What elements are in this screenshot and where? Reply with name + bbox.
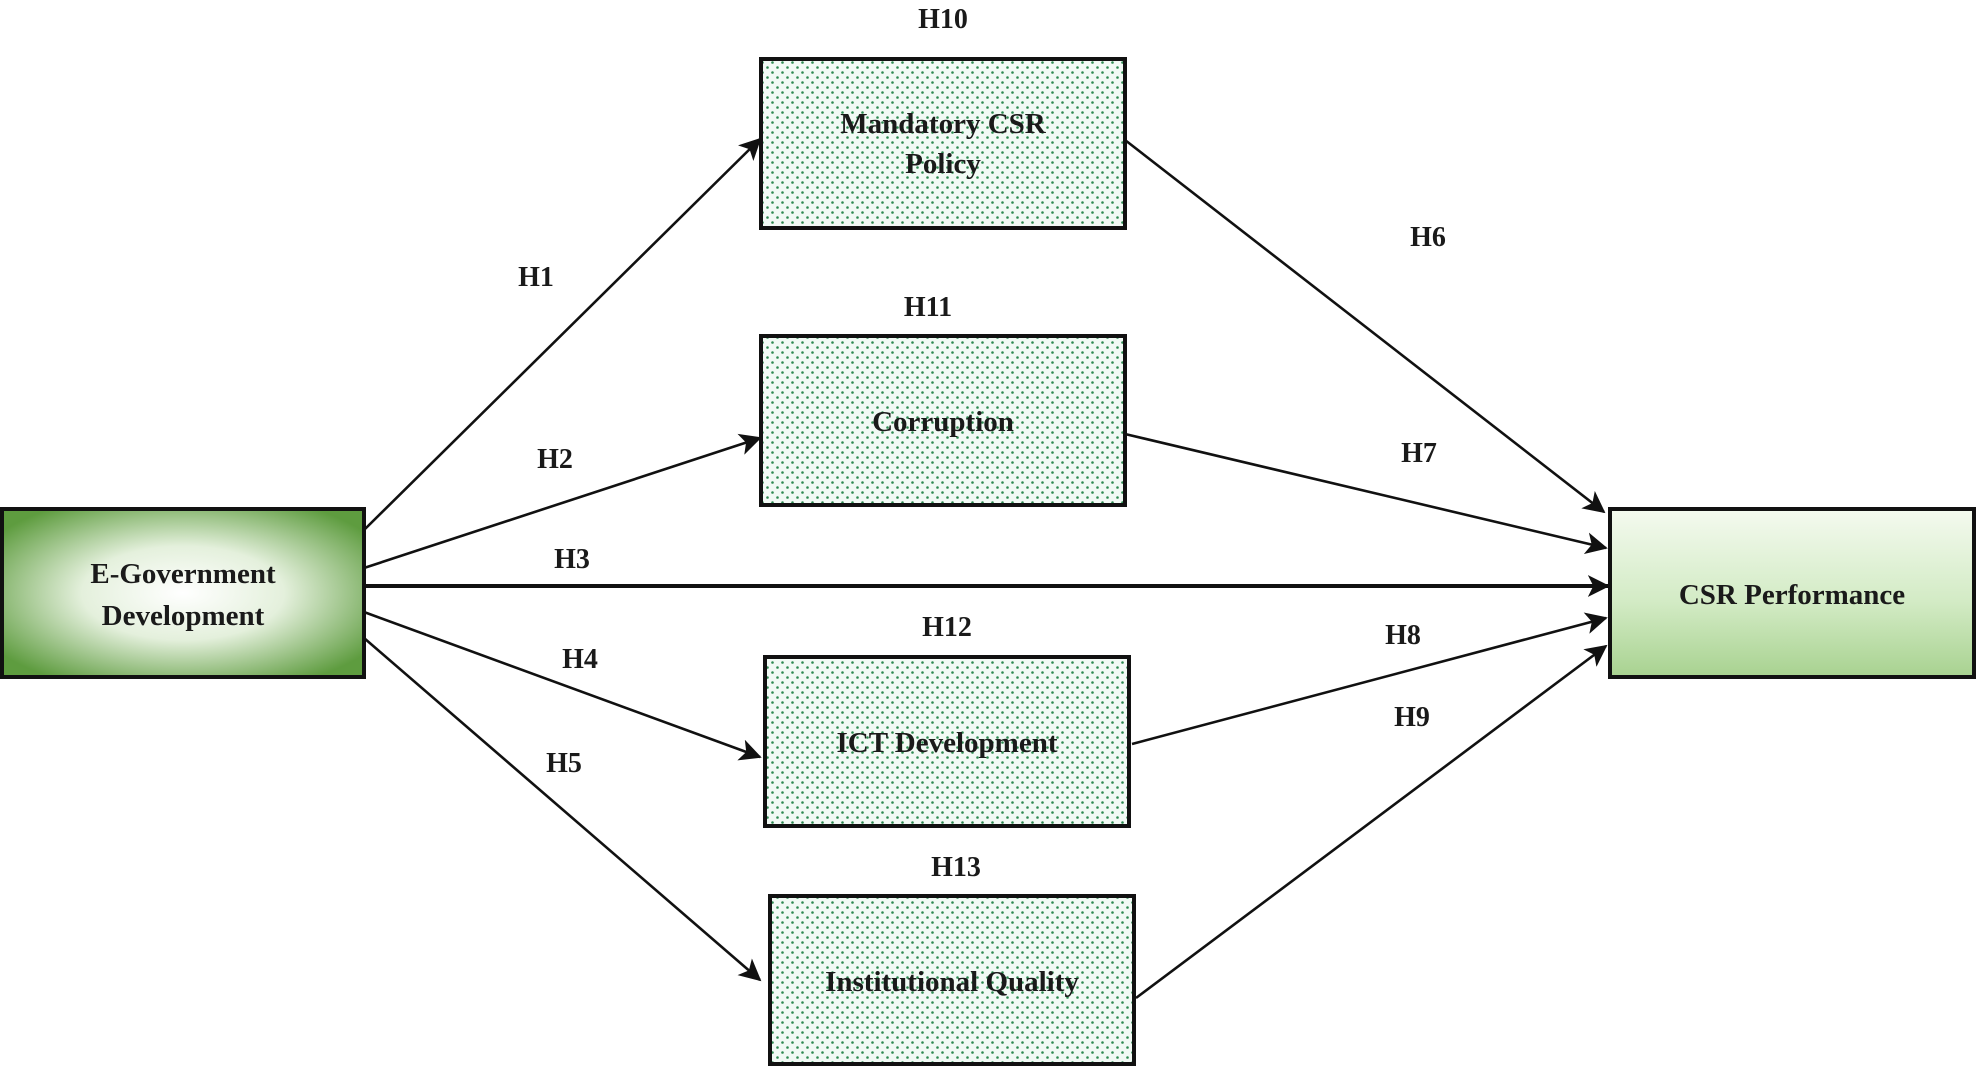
node-corruption: Corruption <box>759 334 1127 507</box>
label-h13: H13 <box>931 852 981 883</box>
egov-box <box>0 507 366 679</box>
egov-label-line2: Development <box>102 600 265 632</box>
label-h11: H11 <box>904 292 952 323</box>
institutional-box <box>768 894 1136 1066</box>
egov-label-line1: E-Government <box>90 558 276 590</box>
node-egov: E-Government Development <box>0 507 366 679</box>
label-h9: H9 <box>1394 702 1430 733</box>
node-csr-performance: CSR Performance <box>1608 507 1976 679</box>
hypothesis-labels: H10 H1 H11 H2 H3 H4 H5 H12 H13 H6 H7 H8 … <box>518 4 1446 883</box>
ict-label: ICT Development <box>837 727 1058 759</box>
label-h2: H2 <box>537 444 573 475</box>
csr-label: CSR Performance <box>1679 579 1905 611</box>
node-mandatory-csr-policy: Mandatory CSR Policy <box>759 57 1127 230</box>
edge-h4 <box>363 610 762 761</box>
label-h3: H3 <box>554 544 590 575</box>
node-ict-development: ICT Development <box>763 655 1131 828</box>
label-h12: H12 <box>922 612 972 643</box>
label-h5: H5 <box>546 748 582 779</box>
corruption-box <box>759 334 1127 507</box>
edge-h9 <box>1135 644 1608 1000</box>
mandatory-box <box>759 57 1127 230</box>
edge-h5 <box>363 637 762 982</box>
label-h8: H8 <box>1385 620 1421 651</box>
edge-h8 <box>1131 612 1608 746</box>
edge-h1 <box>363 137 762 531</box>
edges <box>363 137 1610 1000</box>
csr-box <box>1608 507 1976 679</box>
label-h10: H10 <box>918 4 968 35</box>
corruption-label: Corruption <box>872 406 1014 438</box>
label-h4: H4 <box>562 644 598 675</box>
edge-h2 <box>363 433 762 570</box>
node-institutional-quality: Institutional Quality <box>768 894 1136 1066</box>
label-h6: H6 <box>1410 222 1446 253</box>
edge-h7 <box>1124 432 1608 555</box>
label-h1: H1 <box>518 262 554 293</box>
ict-box <box>763 655 1131 828</box>
institutional-label: Institutional Quality <box>825 966 1079 998</box>
mandatory-label-line2: Policy <box>905 148 981 180</box>
edge-h6 <box>1124 138 1606 514</box>
mandatory-label-line1: Mandatory CSR <box>840 108 1046 140</box>
label-h7: H7 <box>1401 438 1437 469</box>
